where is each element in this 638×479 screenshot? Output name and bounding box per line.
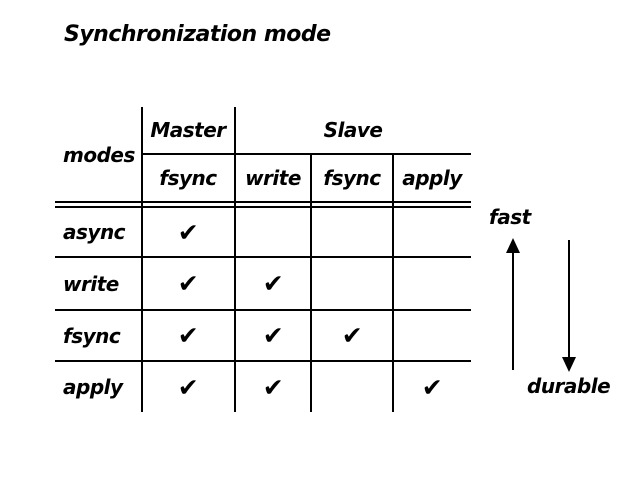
check-cell (235, 208, 311, 256)
check-icon: ✔ (177, 217, 199, 247)
check-icon: ✔ (262, 269, 284, 298)
table-col-header-slave-apply: apply (402, 166, 462, 190)
table-hline-row2 (55, 309, 471, 311)
row-label-write: write (63, 271, 119, 296)
table-hline-row1 (55, 256, 471, 258)
page-title: Synchronization mode (64, 22, 331, 47)
table-vline-fsync-apply (392, 154, 394, 412)
check-cell (311, 208, 393, 256)
table-col-header-slave-fsync: fsync (323, 166, 381, 190)
table-hline-under-groups (141, 153, 471, 155)
row-label-fsync: fsync (63, 323, 121, 348)
check-icon: ✔ (262, 321, 284, 350)
check-icon: ✔ (341, 321, 363, 350)
check-cell (393, 311, 471, 360)
row-label-async: async (63, 220, 126, 244)
row-label-apply: apply (63, 375, 123, 399)
check-icon: ✔ (177, 372, 199, 402)
table-hline-row3 (55, 360, 471, 362)
check-icon: ✔ (177, 321, 199, 350)
check-cell (311, 362, 393, 412)
table-double-rule-bottom (55, 206, 471, 208)
durable-label: durable (527, 374, 611, 398)
table-group-header-slave: Slave (323, 118, 383, 142)
table-double-rule-top (55, 201, 471, 203)
table-col-header-slave-write: write (245, 166, 301, 190)
fast-label: fast (489, 205, 531, 229)
check-icon: ✔ (262, 372, 284, 402)
check-cell (311, 258, 393, 309)
check-icon: ✔ (177, 269, 199, 298)
table-col-header-master-fsync: fsync (159, 166, 217, 190)
table-vline-write-fsync (310, 154, 312, 412)
table-vline-master-slave (234, 107, 236, 412)
table-vline-modes-master (141, 107, 143, 412)
table-corner-header: modes (63, 143, 135, 167)
check-icon: ✔ (421, 372, 443, 402)
table-group-header-master: Master (150, 118, 226, 142)
check-cell (393, 258, 471, 309)
check-cell (393, 208, 471, 256)
